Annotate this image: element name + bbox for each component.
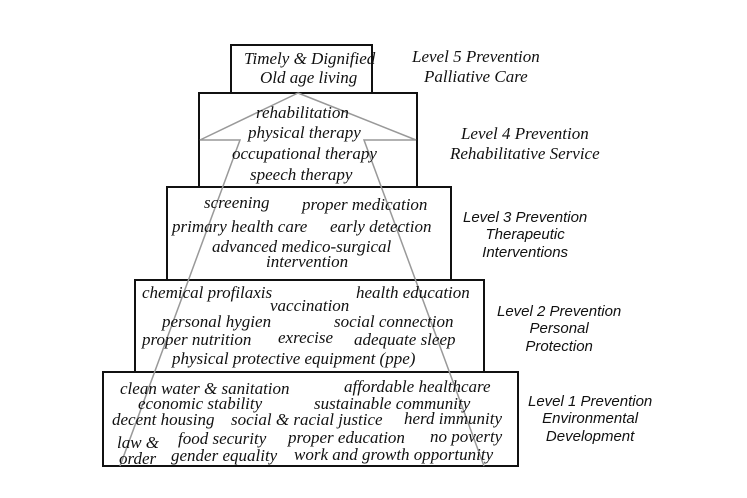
arrow-left-edge bbox=[119, 92, 299, 467]
label-line: Level 3 Prevention bbox=[463, 209, 588, 226]
level-3-label: Level 3 Prevention Therapeutic Intervent… bbox=[463, 209, 587, 261]
item: personal hygien bbox=[162, 312, 272, 331]
item: no poverty bbox=[430, 427, 503, 446]
label-line: Palliative Care bbox=[424, 66, 528, 86]
item: sustainable community bbox=[314, 394, 471, 413]
label-line: Level 4 Prevention bbox=[460, 124, 589, 143]
item: intervention bbox=[266, 252, 349, 271]
level-4-label: Level 4 Prevention Rehabilitative Servic… bbox=[450, 124, 600, 163]
item: adequate sleep bbox=[354, 330, 456, 349]
item: exrecise bbox=[278, 328, 334, 347]
label-line: Rehabilitative Service bbox=[450, 143, 600, 163]
item: chemical profilaxis bbox=[142, 283, 273, 302]
arrow-right-edge bbox=[297, 92, 485, 467]
label-line: Therapeutic bbox=[485, 226, 565, 244]
item: gender equality bbox=[171, 446, 278, 465]
item: decent housing bbox=[112, 410, 215, 429]
item: vaccination bbox=[270, 296, 350, 315]
label-line: Level 1 Prevention bbox=[528, 393, 653, 410]
label-line: Personal bbox=[529, 320, 589, 338]
label-line: Environmental bbox=[542, 410, 639, 428]
item: primary health care bbox=[172, 217, 308, 236]
item: physical protective equipment (ppe) bbox=[172, 349, 416, 368]
item: social & racial justice bbox=[231, 410, 383, 429]
item: early detection bbox=[330, 217, 432, 236]
item: advanced medico-surgical bbox=[212, 237, 392, 256]
level-1-label: Level 1 Prevention Environmental Develop… bbox=[528, 393, 652, 445]
level-5-label: Level 5 Prevention Palliative Care bbox=[412, 47, 540, 86]
item: occupational therapy bbox=[232, 144, 377, 163]
item: physical therapy bbox=[248, 123, 361, 142]
item: speech therapy bbox=[250, 165, 353, 184]
item: health education bbox=[356, 283, 470, 302]
label-line: Protection bbox=[525, 337, 593, 355]
item: proper education bbox=[288, 428, 405, 447]
item: proper nutrition bbox=[142, 330, 252, 349]
item: Old age living bbox=[260, 68, 358, 87]
label-line: Level 2 Prevention bbox=[497, 303, 622, 320]
level-2-box bbox=[134, 279, 485, 373]
item: Timely & Dignified bbox=[244, 49, 376, 68]
item: food security bbox=[178, 429, 267, 448]
item: social connection bbox=[334, 312, 454, 331]
item: proper medication bbox=[302, 195, 428, 214]
item: affordable healthcare bbox=[344, 377, 491, 396]
item: rehabilitation bbox=[256, 103, 349, 122]
item: work and growth opportunity bbox=[294, 445, 494, 464]
level-2-label: Level 2 Prevention Personal Protection bbox=[497, 303, 621, 355]
label-line: Interventions bbox=[482, 243, 569, 261]
label-line: Development bbox=[545, 427, 635, 445]
item: order bbox=[119, 449, 157, 468]
item: herd immunity bbox=[404, 409, 503, 428]
item: clean water & sanitation bbox=[120, 379, 290, 398]
label-line: Level 5 Prevention bbox=[412, 47, 540, 66]
item: law & bbox=[117, 433, 160, 452]
level-1-box bbox=[102, 371, 519, 467]
item: screening bbox=[204, 193, 270, 212]
item: economic stability bbox=[138, 394, 263, 413]
